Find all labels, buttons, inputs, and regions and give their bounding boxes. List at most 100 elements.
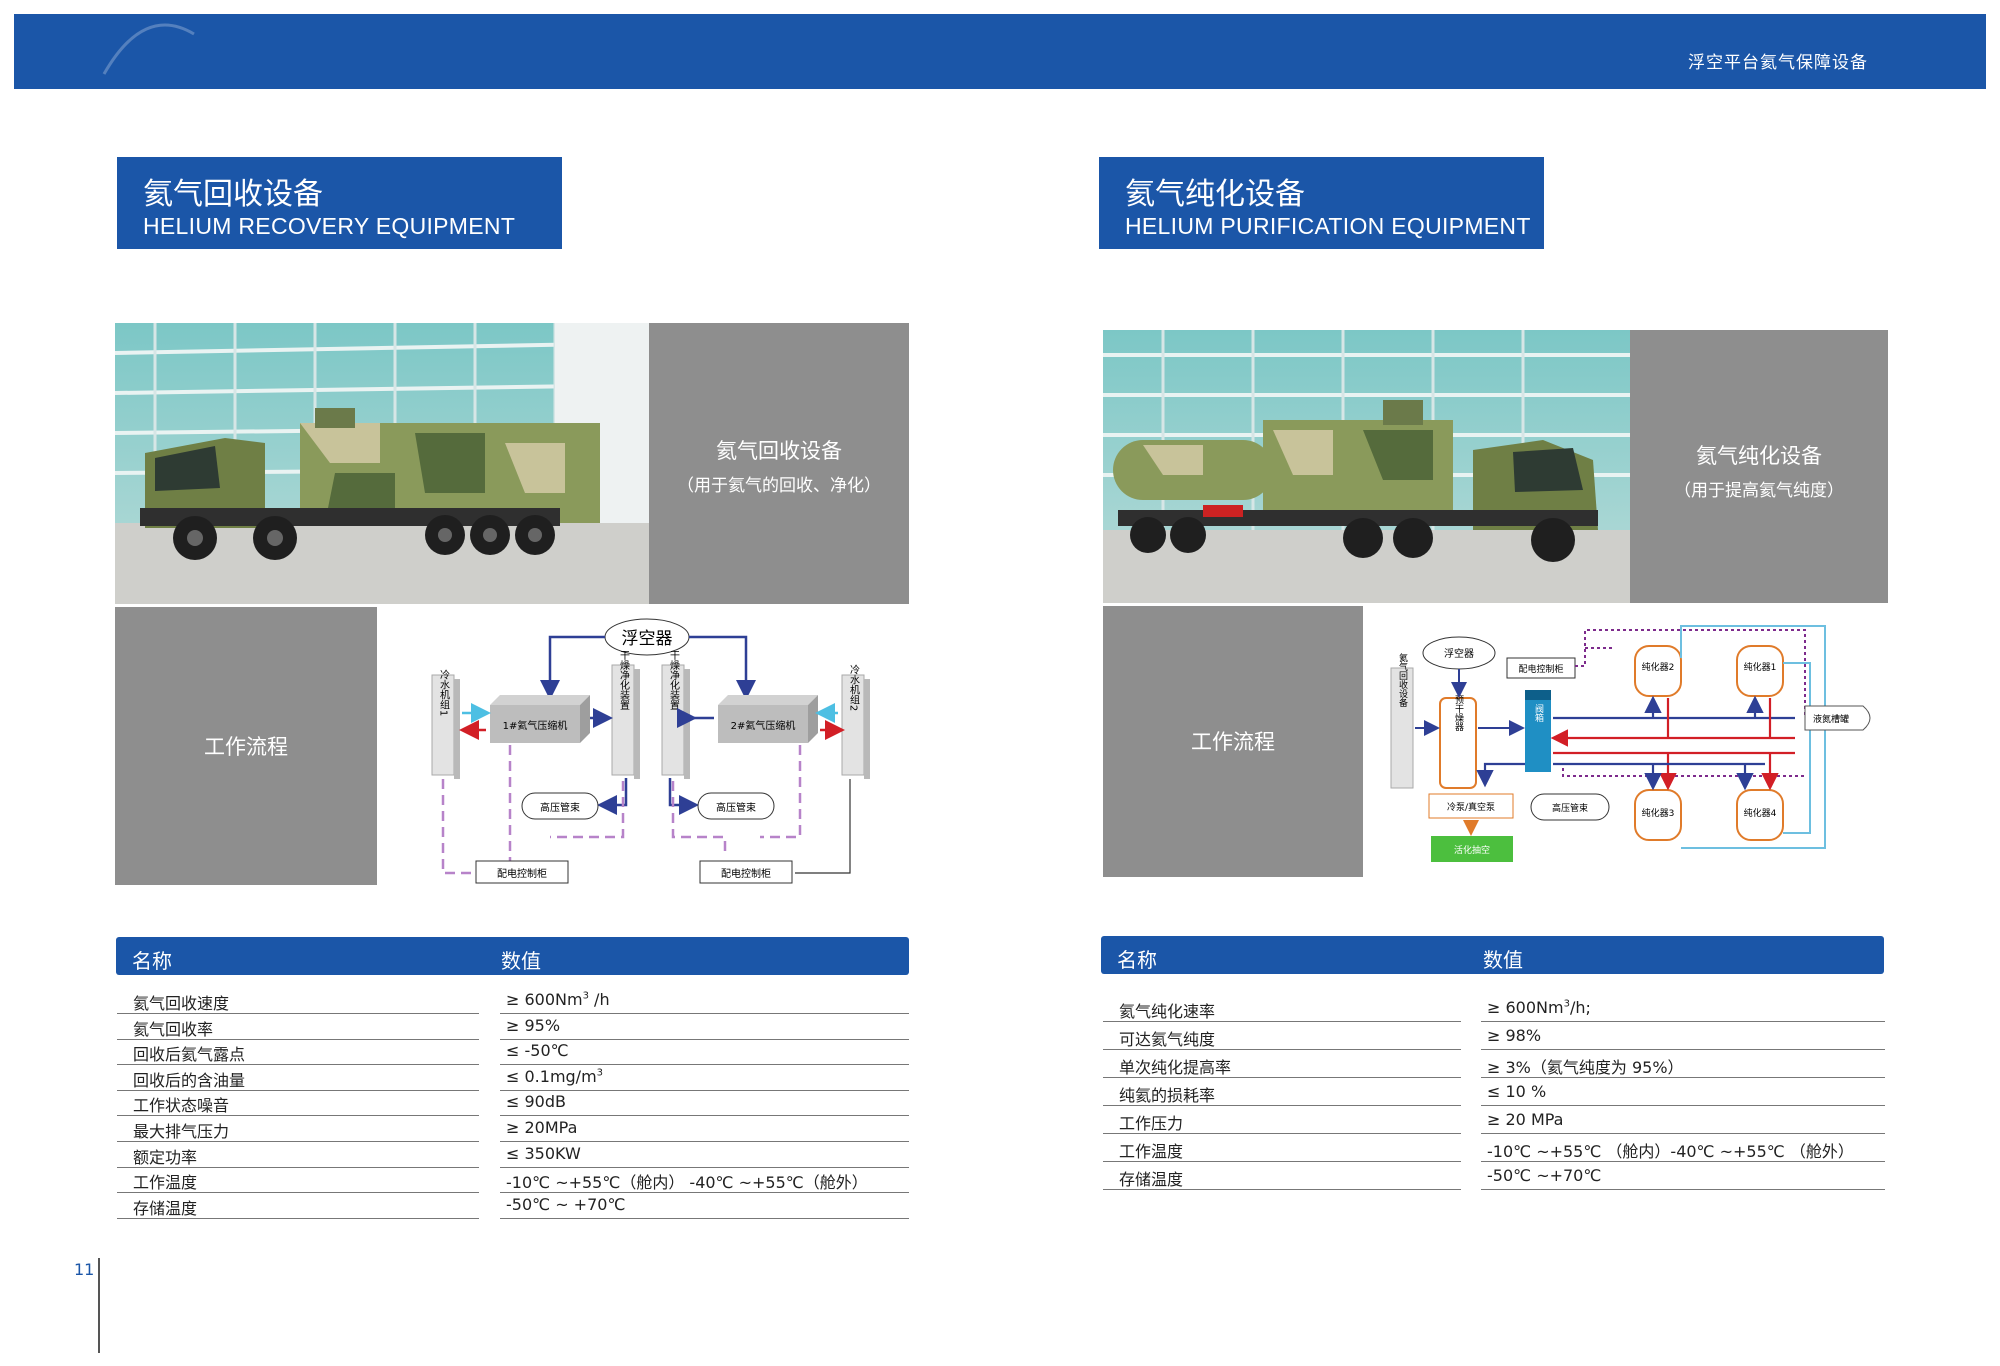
valve-box-label: 阀箱: [1533, 704, 1544, 723]
spec-value: ≤ 350KW: [500, 1144, 909, 1168]
table-row: 工作压力 ≥ 20 MPa: [1103, 1110, 1885, 1135]
section-title-cn: 氦气纯化设备: [1125, 177, 1305, 212]
spec-value-text: ≤ 10 %: [1487, 1082, 1547, 1101]
spec-value-text: ≤ 90dB: [506, 1092, 566, 1112]
header-title: 浮空平台氦气保障设备: [1688, 53, 1868, 73]
cabinet2-label: 配电控制柜: [721, 867, 771, 880]
photo-subcaption: （用于氦气的回收、净化）: [677, 476, 881, 496]
spec-value: -50℃ ~+70℃: [1481, 1166, 1885, 1190]
spec-value: ≤ 10 %: [1481, 1082, 1885, 1106]
spec-value-text: ≤ 350KW: [506, 1143, 581, 1163]
section-title-recovery: 氦气回收设备 HELIUM RECOVERY EQUIPMENT: [117, 157, 562, 249]
spec-value-text: -10℃ ~+55℃（舱内） -40℃ ~+55℃（舱外）: [506, 1173, 868, 1193]
section-title-purification: 氦气纯化设备 HELIUM PURIFICATION EQUIPMENT: [1099, 157, 1544, 249]
section-title-en: HELIUM RECOVERY EQUIPMENT: [143, 213, 516, 239]
spec-name: 氦气回收速度: [117, 990, 479, 1014]
spec-value: ≤ 0.1mg/m3: [500, 1067, 909, 1091]
ln2-tank-label: 液氮槽罐: [1813, 713, 1849, 725]
purification-truck-photo: [1103, 330, 1630, 603]
spec-name: 工作温度: [1103, 1138, 1461, 1162]
dryer2-label: 干燥净化装置: [668, 650, 680, 710]
diagram-top-node: 浮空器: [1444, 647, 1474, 660]
table-row: 氦气回收速度 ≥ 600Nm3 /h: [117, 990, 909, 1015]
workflow-label-panel: 工作流程: [115, 607, 377, 885]
table-row: 工作状态噪音 ≤ 90dB: [117, 1092, 909, 1117]
purifier1-label: 纯化器1: [1744, 661, 1777, 673]
purifier3-label: 纯化器3: [1642, 807, 1675, 819]
col-value-header: 数值: [501, 949, 541, 973]
compressor2-label: 2#氦气压缩机: [731, 719, 796, 732]
cabinet1-label: 配电控制柜: [497, 867, 547, 880]
bundle1-label: 高压管束: [540, 801, 580, 814]
page-divider: [98, 1258, 100, 1353]
predryer-label: 预干燥器: [1453, 695, 1464, 731]
spec-value-unit: /h: [588, 990, 610, 1009]
recovery-table-header: 名称 数值: [116, 937, 909, 975]
spec-value-text: ≥ 600Nm: [1487, 998, 1564, 1017]
purification-flow-diagram: 浮空器 氦气回收设备 预干燥器 阀箱 配电控制柜 纯化器2 纯化器1 纯化器3 …: [1390, 625, 1871, 862]
table-row: 回收后的含油量 ≤ 0.1mg/m3: [117, 1067, 909, 1092]
spec-value: -10℃ ~+55℃ （舱内）-40℃ ~+55℃ （舱外）: [1481, 1138, 1885, 1162]
spec-name: 工作状态噪音: [117, 1092, 479, 1117]
spec-value-text: ≥ 20 MPa: [1487, 1110, 1564, 1129]
spec-value-text: ≤ -50℃: [506, 1041, 569, 1061]
spec-value-text: ≥ 95%: [506, 1015, 561, 1035]
pump-label: 冷泵/真空泵: [1447, 801, 1495, 813]
spec-value: -50℃ ~ +70℃: [500, 1195, 909, 1219]
dryer1-label: 干燥净化装置: [618, 650, 630, 710]
workflow-label-panel: 工作流程: [1103, 606, 1363, 877]
spec-value-superscript: 3: [582, 990, 589, 1002]
spec-name: 额定功率: [117, 1144, 479, 1168]
table-row: 工作温度 -10℃ ~+55℃（舱内） -40℃ ~+55℃（舱外）: [117, 1169, 909, 1194]
table-row: 回收后氦气露点 ≤ -50℃: [117, 1041, 909, 1066]
spec-value: ≥ 20MPa: [500, 1118, 909, 1142]
spec-name: 氦气回收率: [117, 1016, 479, 1040]
table-row: 可达氦气纯度 ≥ 98%: [1103, 1026, 1885, 1051]
col-value-header: 数值: [1483, 948, 1523, 972]
table-row: 额定功率 ≤ 350KW: [117, 1144, 909, 1169]
table-row: 氦气纯化速率≥ 600Nm3/h;: [1103, 998, 1885, 1023]
photo-caption: 氦气纯化设备: [1696, 444, 1822, 468]
spec-name: 存储温度: [1103, 1166, 1461, 1190]
spec-name: 工作温度: [117, 1169, 479, 1194]
spec-value-superscript: 3: [1563, 998, 1570, 1010]
spec-name: 工作压力: [1103, 1110, 1461, 1134]
compressor1-label: 1#氦气压缩机: [503, 719, 568, 732]
spec-value-text: -50℃ ~+70℃: [1487, 1166, 1602, 1185]
spec-name: 回收后氦气露点: [117, 1041, 479, 1066]
chiller1-label: 冷水机组1: [438, 669, 450, 717]
spec-name: 可达氦气纯度: [1103, 1026, 1461, 1050]
chiller2-label: 冷水机组2: [848, 664, 860, 712]
photo-caption: 氦气回收设备: [716, 439, 842, 463]
spec-value-unit: /h;: [1569, 998, 1591, 1017]
spec-value: -10℃ ~+55℃（舱内） -40℃ ~+55℃（舱外）: [500, 1169, 909, 1194]
recovery-truck-photo: [115, 323, 649, 604]
photo-subcaption: （用于提高氦气纯度）: [1674, 481, 1844, 501]
table-row: 存储温度 -50℃ ~ +70℃: [117, 1195, 909, 1220]
workflow-label: 工作流程: [204, 735, 288, 759]
col-name-header: 名称: [132, 949, 172, 973]
spec-value-text: ≥ 3%（氦气纯度为 95%）: [1487, 1058, 1684, 1077]
spec-value: ≥ 98%: [1481, 1026, 1885, 1050]
spec-name: 最大排气压力: [117, 1118, 479, 1142]
spec-value: ≥ 20 MPa: [1481, 1110, 1885, 1134]
spec-value: ≥ 600Nm3 /h: [500, 990, 909, 1014]
table-row: 氦气回收率 ≥ 95%: [117, 1016, 909, 1041]
spec-value: ≥ 3%（氦气纯度为 95%）: [1481, 1054, 1885, 1078]
spec-value-text: ≥ 98%: [1487, 1026, 1542, 1045]
spec-name: 单次纯化提高率: [1103, 1054, 1461, 1078]
spec-name: 存储温度: [117, 1195, 479, 1219]
spec-value-text: -10℃ ~+55℃ （舱内）-40℃ ~+55℃ （舱外）: [1487, 1142, 1854, 1161]
spec-name: 回收后的含油量: [117, 1067, 479, 1091]
logo-icon: [102, 23, 195, 75]
recovery-flow-diagram: 浮空器 冷水机组1 1#氦气压缩机 干燥净化装置 干燥净化装置 2#氦气压缩机 …: [431, 618, 870, 884]
bundle2-label: 高压管束: [716, 801, 756, 814]
table-row: 单次纯化提高率 ≥ 3%（氦气纯度为 95%）: [1103, 1054, 1885, 1079]
page-number: 11: [74, 1260, 95, 1279]
workflow-label: 工作流程: [1191, 730, 1275, 754]
spec-value: ≥ 95%: [500, 1016, 909, 1040]
table-row: 工作温度 -10℃ ~+55℃ （舱内）-40℃ ~+55℃ （舱外）: [1103, 1138, 1885, 1163]
col-name-header: 名称: [1117, 948, 1157, 972]
purifier4-label: 纯化器4: [1744, 807, 1777, 819]
spec-value: ≤ 90dB: [500, 1092, 909, 1117]
